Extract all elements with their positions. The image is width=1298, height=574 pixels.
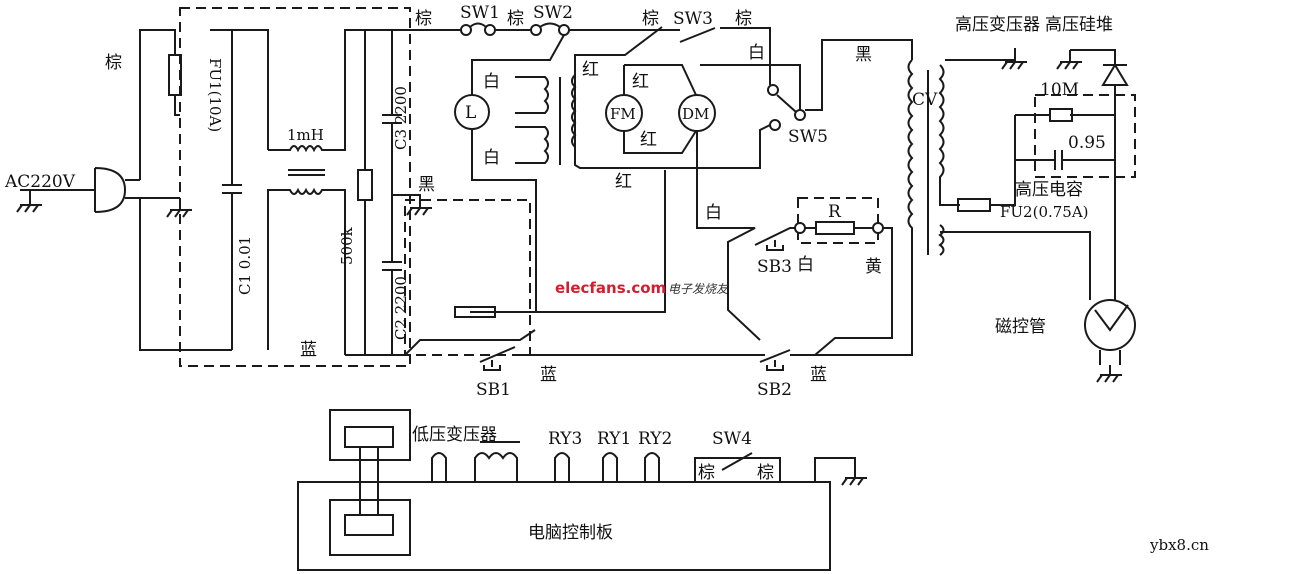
resistor-box xyxy=(797,197,879,244)
label-sw1: SW1 xyxy=(460,3,500,23)
footer-site: ybx8.cn xyxy=(1149,536,1209,554)
label: 蓝 xyxy=(300,340,317,360)
switch-sw1 xyxy=(460,22,496,36)
shield-box xyxy=(404,199,531,356)
button-sb2 xyxy=(766,360,784,371)
watermark-logo: elecfans.com xyxy=(555,279,666,297)
label-sw4: SW4 xyxy=(712,429,752,449)
label-sw5: SW5 xyxy=(788,127,828,147)
ground-icon xyxy=(1001,61,1027,70)
label-ry1: RY1 xyxy=(597,429,631,449)
label: 黑 xyxy=(418,175,435,195)
resistor-500k xyxy=(357,169,373,201)
label-sw2: SW2 xyxy=(533,3,573,23)
label: 白 xyxy=(483,148,500,168)
button-sb3 xyxy=(766,240,784,251)
label: 红 xyxy=(640,130,657,150)
label: 黑 xyxy=(855,45,872,65)
svg-text:L: L xyxy=(465,103,476,123)
label-c1: C1 0.01 xyxy=(236,236,254,295)
hv-diode-icon xyxy=(1101,63,1129,86)
label-sb3: SB3 xyxy=(757,257,792,277)
motor-fm: FM xyxy=(605,94,643,132)
filter-box xyxy=(179,7,411,367)
label-sb2: SB2 xyxy=(757,380,792,400)
label-hv-diode: 高压硅堆 xyxy=(1045,15,1113,35)
label-sw3: SW3 xyxy=(673,9,713,29)
label-095: 0.95 xyxy=(1068,133,1106,153)
label-500k: 500k xyxy=(338,226,356,265)
label: 红 xyxy=(582,60,599,80)
switch-sw2 xyxy=(530,22,570,36)
label-magnetron: 磁控管 xyxy=(995,317,1046,337)
hv-primary xyxy=(907,59,914,250)
ac-plug xyxy=(20,167,180,213)
ground-icon xyxy=(406,207,432,216)
label-fu2: FU2(0.75A) xyxy=(1000,203,1089,221)
label: 黄 xyxy=(865,257,882,277)
label: 棕 xyxy=(415,9,432,29)
relay-coils xyxy=(431,441,660,482)
switch-sw4-box xyxy=(694,457,781,483)
motor-dm: DM xyxy=(678,94,716,132)
resistor-10m xyxy=(1049,108,1073,122)
label: 白 xyxy=(797,255,814,275)
label: 蓝 xyxy=(540,365,557,385)
label-hv-capacitor: 高压电容 xyxy=(1015,180,1083,200)
label: 白 xyxy=(748,43,765,63)
resistor-r xyxy=(815,221,855,235)
control-board xyxy=(297,481,831,571)
label: 白 xyxy=(483,72,500,92)
label-control-board: 电脑控制板 xyxy=(528,523,613,543)
lv-transformer-box xyxy=(329,409,411,461)
label: 蓝 xyxy=(810,365,827,385)
label-c3: C3 2200 xyxy=(392,86,410,150)
label-10m: 10M xyxy=(1040,80,1079,100)
label: 红 xyxy=(632,72,649,92)
hv-capacitor-box xyxy=(1034,94,1136,178)
label-hv-transformer: 高压变压器 xyxy=(955,15,1040,35)
label: 棕 xyxy=(757,463,774,483)
label-ry2: RY2 xyxy=(638,429,672,449)
fuse-fu2 xyxy=(957,198,991,212)
label-cv: CV xyxy=(912,90,938,110)
label-r: R xyxy=(828,202,842,222)
ground-icon xyxy=(1056,50,1082,70)
label: 棕 xyxy=(698,463,715,483)
label-ry3: RY3 xyxy=(548,429,582,449)
label-c2: C2 2200 xyxy=(392,276,410,340)
label: 棕 xyxy=(507,9,524,29)
label-sb1: SB1 xyxy=(476,380,511,400)
ground-icon xyxy=(1096,374,1122,383)
label: 棕 xyxy=(105,53,122,73)
label: 白 xyxy=(705,203,722,223)
watermark-text: 电子发烧友 xyxy=(668,282,730,296)
lamp: L xyxy=(454,94,490,130)
label: 棕 xyxy=(735,9,752,29)
svg-text:DM: DM xyxy=(682,105,709,123)
svg-text:FM: FM xyxy=(610,105,636,123)
label: 红 xyxy=(615,172,632,192)
label-fu1: FU1(10A) xyxy=(206,58,224,132)
label-lv-transformer: 低压变压器 xyxy=(412,425,497,445)
magnetron-icon xyxy=(1084,299,1136,375)
thermal-fuse xyxy=(454,306,496,318)
button-sb1 xyxy=(483,360,501,371)
label-ac220v: AC220V xyxy=(4,172,76,192)
ground-icon xyxy=(16,190,42,213)
ground-icon xyxy=(841,477,867,486)
label: 棕 xyxy=(642,9,659,29)
switch-sw5 xyxy=(767,39,875,131)
label-1mh: 1mH xyxy=(287,126,324,144)
